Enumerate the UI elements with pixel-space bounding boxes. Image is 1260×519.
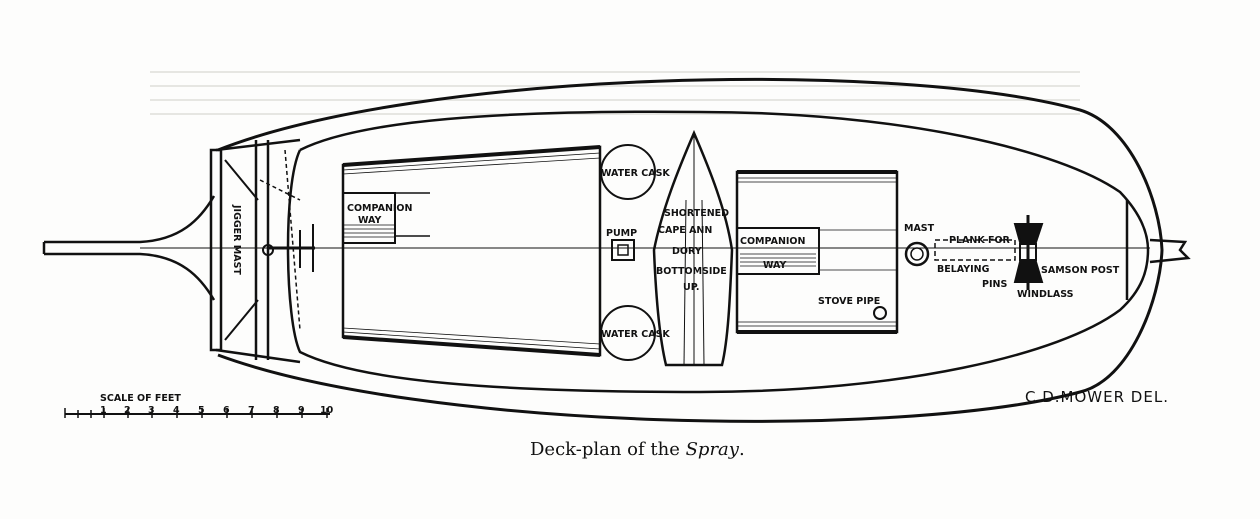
hull-outline: [217, 77, 1164, 423]
scale-bar: SCALE OF FEET 1 2 3 4 5 6 7 8 9 10: [64, 393, 334, 418]
companion-way-aft-label-1: COMPANION: [347, 203, 413, 214]
scale-tick-1: 1: [100, 405, 107, 416]
dory-label-4: BOTTOMSIDE: [656, 266, 727, 277]
water-cask-top: [600, 144, 656, 200]
scale-tick-10: 10: [320, 405, 334, 416]
scale-tick-3: 3: [148, 405, 155, 416]
scale-tick-6: 6: [223, 405, 230, 416]
dory-label-1: SHORTENED: [664, 208, 729, 219]
dory: [652, 129, 734, 367]
aft-cabin: [341, 145, 602, 357]
caption: Deck-plan of the Spray.: [530, 439, 745, 460]
pump-label: PUMP: [606, 228, 637, 239]
dory-label-3: DORY: [672, 246, 702, 257]
caption-suffix: .: [739, 439, 745, 460]
caption-prefix: Deck-plan of the: [530, 439, 686, 460]
samson-post-label: SAMSON POST: [1041, 265, 1120, 276]
belaying-label: BELAYING: [937, 264, 990, 275]
water-cask-top-label: WATER CASK: [601, 168, 670, 179]
companion-way-fwd-label-2: WAY: [763, 260, 786, 271]
scale-tick-9: 9: [298, 405, 305, 416]
dory-label-2: CAPE ANN: [658, 225, 712, 236]
scale-tick-4: 4: [173, 405, 180, 416]
scale-tick-5: 5: [198, 405, 205, 416]
mast-label: MAST: [904, 223, 935, 234]
jigger-mast-label: JIGGER MAST: [231, 204, 242, 275]
scale-tick-8: 8: [273, 405, 280, 416]
stove-pipe-label: STOVE PIPE: [818, 296, 880, 307]
pins-label: PINS: [982, 279, 1007, 290]
companion-way-aft-label-2: WAY: [358, 215, 381, 226]
caption-ship-name: Spray: [686, 439, 740, 460]
scale-tick-2: 2: [124, 405, 131, 416]
scale-title: SCALE OF FEET: [100, 393, 181, 404]
forward-cabin: [735, 170, 899, 334]
main-mast: [904, 241, 930, 267]
stern-assembly: [42, 138, 301, 364]
windlass-label: WINDLASS: [1017, 289, 1074, 300]
bowsprit-stub: [1125, 200, 1191, 300]
show-through-texture: [150, 71, 1080, 115]
tiller: [268, 224, 315, 272]
dory-label-5: UP.: [683, 282, 700, 293]
scale-tick-7: 7: [248, 405, 255, 416]
water-cask-bottom-label: WATER CASK: [601, 329, 670, 340]
bulwark-line: [286, 110, 1150, 394]
plank-for-label: PLANK FOR: [949, 235, 1011, 246]
pump: [611, 239, 635, 261]
water-cask-bottom: [600, 305, 656, 361]
windlass-assembly: [934, 215, 1044, 290]
companion-way-fwd-label-1: COMPANION: [740, 236, 806, 247]
signature: C.D.MOWER DEL.: [1025, 388, 1169, 406]
